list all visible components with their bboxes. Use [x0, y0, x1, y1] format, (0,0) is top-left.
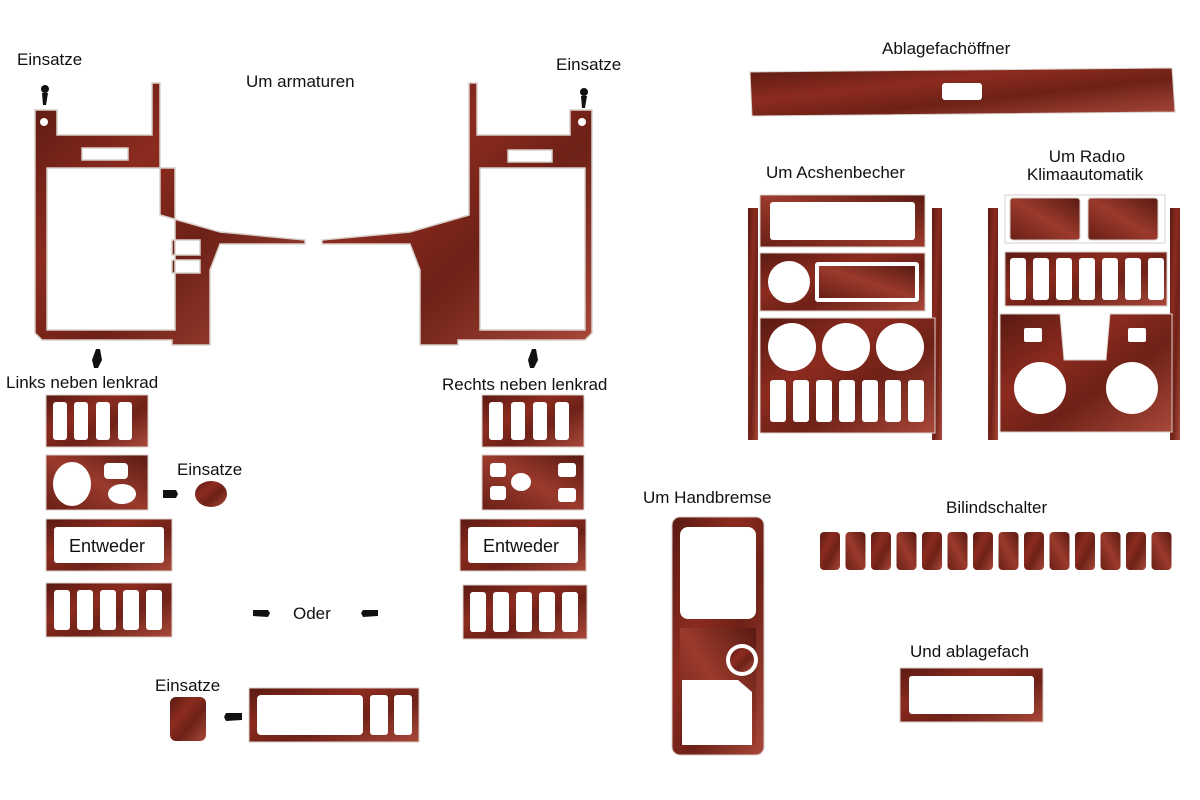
- blind-switch-cap: [1024, 532, 1044, 570]
- label-rechts-neben-lenkrad: Rechts neben lenkrad: [442, 375, 608, 394]
- right-switch-panel-3: [462, 584, 588, 640]
- left-entweder-panel: [45, 518, 173, 572]
- left-switch-panel-2: [45, 454, 149, 511]
- label-einsatze-bottom: Einsatze: [155, 676, 221, 695]
- left-switch-panel-3: [45, 582, 173, 638]
- label-ablagefachoeffner: Ablagefachöffner: [882, 39, 1011, 58]
- blind-switch-cap: [1151, 532, 1172, 570]
- blind-switch-cap: [845, 532, 866, 570]
- label-entweder-right: Entweder: [483, 536, 560, 556]
- label-einsatze-top-right: Einsatze: [556, 55, 622, 74]
- insert-piece: [195, 481, 227, 507]
- label-oder: Oder: [293, 604, 331, 623]
- label-um-armaturen: Um armaturen: [246, 72, 355, 91]
- label-um-radio-line1: Um Radıo: [1048, 147, 1126, 166]
- pointing-hand-icon: [92, 349, 102, 368]
- pointing-hand-icon: [253, 610, 270, 617]
- right-switch-panel-1: [481, 394, 585, 448]
- blind-switch-cap: [871, 532, 891, 570]
- blind-switch-caps: [820, 532, 1172, 570]
- left-switch-panel-1: [45, 394, 149, 448]
- ashtray-console-trim: [748, 194, 942, 440]
- pointing-hand-icon: [224, 713, 242, 721]
- blind-switch-cap: [1100, 532, 1121, 570]
- right-switch-panel-2: [481, 454, 585, 511]
- blind-switch-cap: [998, 532, 1019, 570]
- right-dashboard-trim: [321, 82, 593, 346]
- right-entweder-panel: [459, 518, 587, 572]
- label-um-handbremse: Um Handbremse: [643, 488, 772, 507]
- bottom-switch-panel: [248, 687, 420, 743]
- label-um-acshenbecher: Um Acshenbecher: [766, 163, 905, 182]
- pointing-hand-icon: [528, 349, 538, 368]
- blind-switch-cap: [1126, 532, 1146, 570]
- blind-switch-cap: [973, 532, 993, 570]
- label-bilindschalter: Bilindschalter: [946, 498, 1048, 517]
- label-entweder-left: Entweder: [69, 536, 146, 556]
- blind-switch-cap: [947, 532, 968, 570]
- ablagefach-opener-strip: [749, 67, 1176, 117]
- insert-piece: [170, 697, 206, 741]
- label-einsatze-top-left: Einsatze: [17, 50, 83, 69]
- left-dashboard-trim: [34, 82, 306, 346]
- blind-switch-cap: [896, 532, 917, 570]
- blind-switch-cap: [1049, 532, 1070, 570]
- storage-compartment-frame: [899, 667, 1044, 723]
- radio-climate-console-trim: [988, 194, 1180, 440]
- label-einsatze-mid-left: Einsatze: [177, 460, 243, 479]
- label-um-radio-line2: Klimaautomatik: [1026, 165, 1144, 184]
- handbrake-console-trim: [671, 516, 765, 756]
- blind-switch-cap: [820, 532, 840, 570]
- pointing-hand-icon: [361, 610, 378, 617]
- pointing-hand-icon: [163, 490, 178, 498]
- blind-switch-cap: [1075, 532, 1095, 570]
- label-links-neben-lenkrad: Links neben lenkrad: [6, 373, 159, 392]
- label-und-ablagefach: Und ablagefach: [910, 642, 1030, 661]
- blind-switch-cap: [922, 532, 942, 570]
